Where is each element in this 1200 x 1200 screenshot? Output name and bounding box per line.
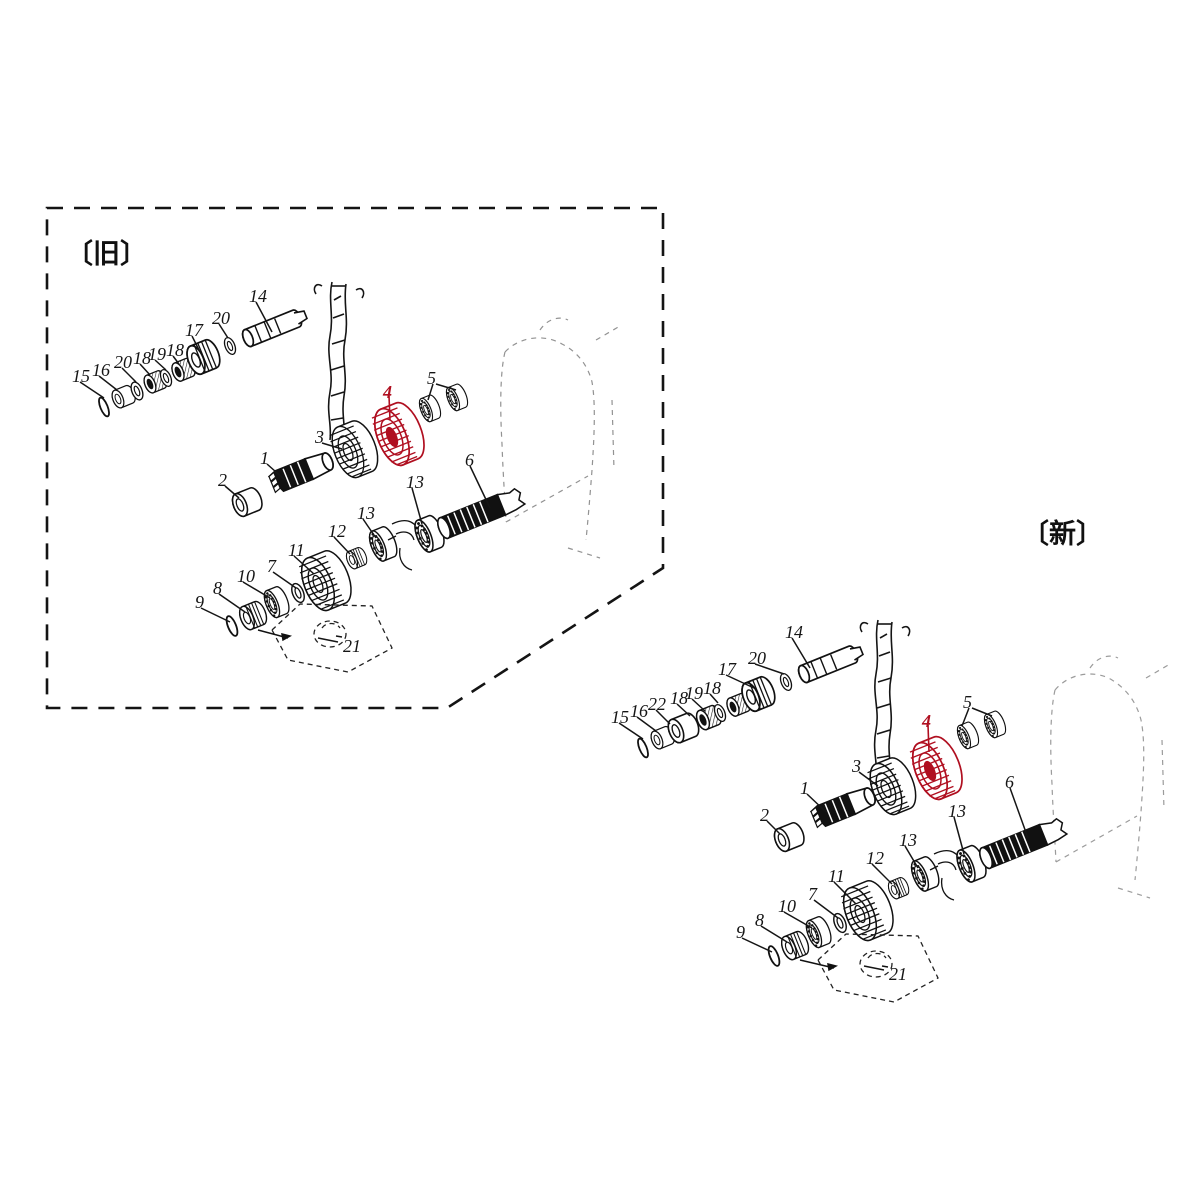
callout-new-16-1: 16	[630, 701, 648, 721]
callout-new-3-11: 3	[852, 756, 861, 776]
callout-old-5-10: 5	[427, 368, 436, 388]
part-8-new	[777, 928, 813, 963]
leader-line-4-old	[388, 395, 391, 421]
callout-old-10-20: 10	[237, 566, 255, 586]
callout-new-12-17: 12	[866, 848, 884, 868]
part-1-old	[267, 452, 334, 494]
callout-new-19-4: 19	[685, 683, 703, 703]
callout-new-18-3: 18	[670, 688, 688, 708]
part-1-new	[809, 787, 876, 829]
leader-line-4-new	[927, 724, 930, 753]
callout-old-6-14: 6	[465, 450, 474, 470]
callout-old-9-22: 9	[195, 592, 204, 612]
part-14-old	[241, 309, 308, 348]
part-12-old	[343, 545, 370, 571]
part-2-old	[228, 484, 266, 520]
callout-new-13-15: 13	[948, 801, 966, 821]
part-20b-old	[221, 335, 239, 357]
part-2-new	[770, 819, 808, 855]
callout-old-21-23: 21	[343, 636, 361, 656]
callout-old-14-8: 14	[249, 286, 267, 306]
callout-old-2-13: 2	[218, 470, 227, 490]
callout-new-2-13: 2	[760, 805, 769, 825]
part-9-new	[767, 945, 781, 967]
callout-old-13-16: 13	[357, 503, 375, 523]
part-8-old	[235, 598, 271, 633]
callout-new-8-21: 8	[755, 910, 764, 930]
callout-old-16-1: 16	[92, 360, 110, 380]
callout-new-9-22: 9	[736, 922, 745, 942]
callout-new-6-14: 6	[1005, 772, 1014, 792]
callout-old-7-19: 7	[267, 556, 276, 576]
part-20-new	[777, 671, 795, 693]
part-3-old	[329, 420, 379, 479]
part-6-old	[436, 487, 527, 540]
callout-old-15-0: 15	[72, 366, 90, 386]
part-15-new	[637, 737, 649, 759]
case-outline-new	[1050, 655, 1171, 899]
part-9-old	[225, 615, 239, 637]
case-outline-old	[500, 317, 621, 559]
callout-old-11-18: 11	[288, 540, 305, 560]
part-21-new	[817, 933, 939, 1003]
callout-old-4-9: 4	[383, 382, 392, 402]
leader-lines-new	[618, 637, 1029, 971]
callout-new-22-2: 22	[648, 694, 666, 714]
part-21-old	[271, 603, 393, 673]
part-12-new	[885, 875, 912, 901]
callout-old-20-2: 20	[114, 352, 132, 372]
new-panel-artwork	[637, 619, 1171, 1003]
callout-new-13-16: 13	[899, 830, 917, 850]
callout-old-19-4: 19	[148, 344, 166, 364]
callout-new-21-23: 21	[889, 964, 907, 984]
callout-new-17-6: 17	[718, 659, 736, 679]
callout-old-18-3: 18	[133, 348, 151, 368]
part-5a-old	[416, 392, 444, 424]
callout-old-12-17: 12	[328, 521, 346, 541]
shift-shaft-old	[313, 281, 365, 443]
callout-new-14-8: 14	[785, 622, 803, 642]
callout-new-4-9: 4	[922, 711, 931, 731]
part-4-new-highlighted	[909, 735, 963, 801]
callout-new-5-10: 5	[963, 692, 972, 712]
callout-old-8-21: 8	[213, 578, 222, 598]
callout-new-15-0: 15	[611, 707, 629, 727]
old-panel-dashed-border	[45, 206, 665, 710]
callout-new-10-20: 10	[778, 896, 796, 916]
panel-label-new: 〔新〕	[1022, 519, 1103, 550]
part-15-old	[98, 396, 110, 418]
callout-old-1-12: 1	[260, 448, 269, 468]
callout-old-3-11: 3	[315, 427, 324, 447]
callout-new-11-18: 11	[828, 866, 845, 886]
part-14-new	[797, 645, 864, 684]
panel-label-old: 〔旧〕	[66, 239, 147, 270]
callout-new-18-5: 18	[703, 678, 721, 698]
callout-new-20-7: 20	[748, 648, 766, 668]
part-5a-new	[954, 719, 982, 751]
callout-old-20-7: 20	[212, 308, 230, 328]
part-6-new	[978, 817, 1069, 870]
callout-new-7-19: 7	[808, 884, 817, 904]
shift-shaft-new	[859, 619, 911, 781]
callout-old-18-5: 18	[166, 340, 184, 360]
leader-lines-old	[79, 301, 491, 643]
callout-old-17-6: 17	[185, 320, 203, 340]
part-4-old-highlighted	[371, 401, 425, 467]
callout-old-13-15: 13	[406, 472, 424, 492]
callout-new-1-12: 1	[800, 778, 809, 798]
